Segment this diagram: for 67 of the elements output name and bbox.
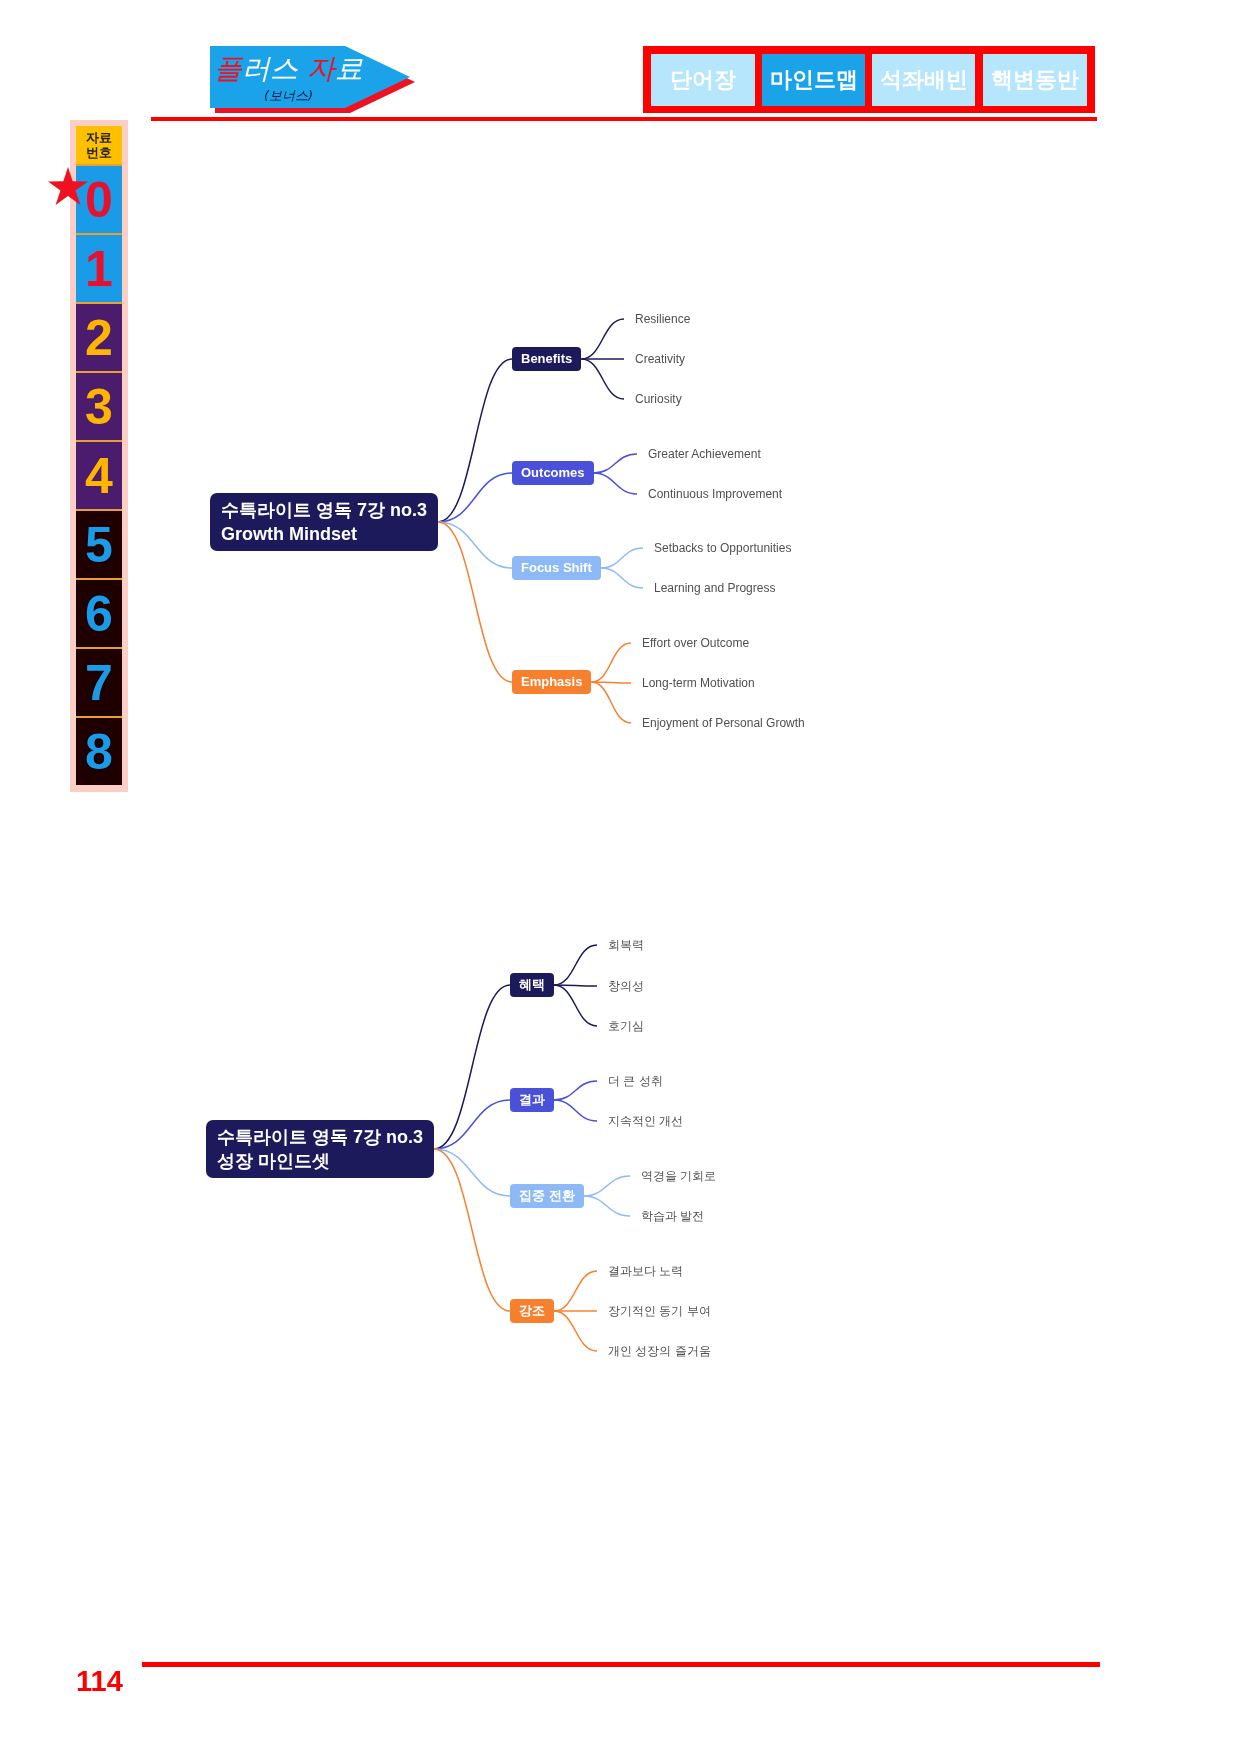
central-topic-subtitle: 성장 마인드셋 — [217, 1150, 330, 1173]
central-topic-title: 수특라이트 영독 7강 no.3 — [217, 1126, 423, 1149]
main-topic: 혜택 — [510, 973, 554, 997]
number-tile: 2 — [76, 302, 122, 371]
number-tile: 7 — [76, 647, 122, 716]
title-banner — [210, 46, 410, 108]
nav-tab: 단어장 — [651, 54, 755, 106]
subtopic-label: 개인 성장의 즐거움 — [597, 1342, 711, 1360]
central-topic-title: 수특라이트 영독 7강 no.3 — [221, 499, 427, 522]
subtopic-label: Curiosity — [624, 390, 682, 408]
branch-line — [600, 567, 644, 589]
subtopic-label: 지속적인 개선 — [597, 1112, 684, 1130]
main-topic: Benefits — [512, 347, 582, 371]
branch-line — [582, 1195, 631, 1217]
subtopic-label: 장기적인 동기 부여 — [597, 1302, 711, 1320]
main-topic: 강조 — [510, 1299, 554, 1323]
number-tile: 3 — [76, 371, 122, 440]
subtopic-label: Learning and Progress — [643, 579, 776, 597]
banner-subtitle: (보너스) — [264, 88, 314, 104]
subtopic-label: Continuous Improvement — [637, 485, 783, 503]
subtopic-label: Resilience — [624, 310, 691, 328]
main-topic: Focus Shift — [512, 556, 601, 580]
page-number: 114 — [76, 1665, 123, 1698]
central-topic-subtitle: Growth Mindset — [221, 523, 357, 546]
sidebar-heading: 자료 번호 — [76, 126, 122, 164]
subtopic-label: 호기심 — [597, 1017, 644, 1035]
nav-tab: 석좌배빈 — [872, 54, 975, 106]
branch-line — [553, 984, 598, 1027]
subtopic-label: Enjoyment of Personal Growth — [631, 714, 805, 732]
number-tile: 1 — [76, 233, 122, 302]
branch-line — [433, 1148, 511, 1312]
main-topic: 집중 전환 — [510, 1184, 584, 1208]
central-topic — [210, 493, 438, 551]
subtopic-label: Setbacks to Opportunities — [643, 539, 792, 557]
central-topic — [206, 1120, 434, 1178]
main-topic: Outcomes — [512, 461, 594, 485]
subtopic-label: 역경을 기회로 — [630, 1167, 717, 1185]
branch-line — [580, 358, 625, 400]
subtopic-label: Long-term Motivation — [631, 674, 755, 692]
nav-tab: 핵변동반 — [983, 54, 1087, 106]
branch-line — [590, 681, 632, 724]
branch-line — [553, 1310, 598, 1352]
branch-line — [592, 472, 638, 495]
subtopic-label: 학습과 발전 — [630, 1207, 705, 1225]
branch-line — [437, 521, 513, 569]
subtopic-label: 창의성 — [597, 977, 644, 995]
branch-line — [553, 1099, 598, 1122]
number-tile: 4 — [76, 440, 122, 509]
subtopic-label: Creativity — [624, 350, 685, 368]
nav-tab: 마인드맵 — [762, 54, 865, 106]
branch-line — [590, 681, 632, 684]
number-tile: 6 — [76, 578, 122, 647]
banner-title: 플러스 자료 — [214, 52, 363, 86]
subtopic-label: 더 큰 성취 — [597, 1072, 663, 1090]
main-topic: 결과 — [510, 1088, 554, 1112]
branch-line — [433, 1148, 511, 1197]
subtopic-label: Effort over Outcome — [631, 634, 750, 652]
number-tile: 5 — [76, 509, 122, 578]
main-topic: Emphasis — [512, 670, 592, 694]
subtopic-label: Greater Achievement — [637, 445, 761, 463]
number-tile: 0 — [76, 164, 122, 233]
branch-line — [553, 984, 598, 987]
subtopic-label: 회복력 — [597, 936, 644, 954]
subtopic-label: 결과보다 노력 — [597, 1262, 684, 1280]
number-tile: 8 — [76, 716, 122, 785]
branch-line — [437, 521, 513, 683]
branch-line — [553, 1310, 598, 1312]
